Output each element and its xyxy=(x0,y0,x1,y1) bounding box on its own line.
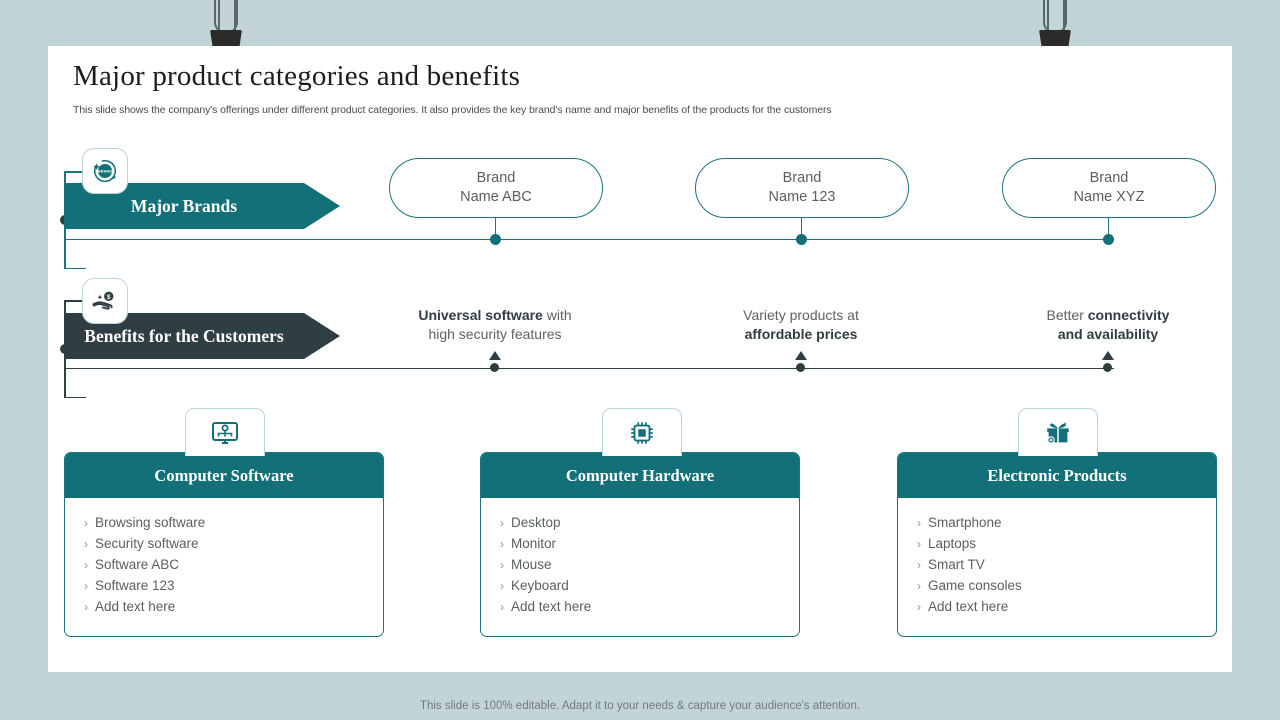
list-item[interactable]: ›Smartphone xyxy=(910,514,1216,532)
list-item[interactable]: ›Security software xyxy=(77,535,383,553)
chevron-right-icon: › xyxy=(500,558,504,572)
clip-wire-right-arm xyxy=(234,0,236,30)
clip-wire-left-arm xyxy=(218,0,220,30)
brand-pill-line1: Brand xyxy=(1089,170,1129,186)
footer-note: This slide is 100% editable. Adapt it to… xyxy=(419,700,861,712)
clip-wire-loop xyxy=(214,0,238,34)
list-item[interactable]: ›Software ABC xyxy=(77,556,383,574)
benefits-label: Benefits for the Customers xyxy=(84,325,284,346)
brand-connector-stem-3 xyxy=(1108,218,1110,240)
brand-pill-line1: Brand xyxy=(782,170,822,186)
chevron-right-icon: › xyxy=(917,600,921,614)
product-card-electronics[interactable]: Electronic Products ›Smartphone ›Laptops… xyxy=(897,452,1217,637)
benefit-rail-dot-2 xyxy=(795,363,805,372)
list-item[interactable]: ›Add text here xyxy=(77,598,383,616)
chevron-right-icon: › xyxy=(500,537,504,551)
benefit-rail-dot-3 xyxy=(1102,363,1112,372)
chevron-right-icon: › xyxy=(84,558,88,572)
brand-pill-line2: Name XYZ xyxy=(1073,189,1145,205)
benefit-marker-arrow-3 xyxy=(1102,351,1114,360)
list-item[interactable]: ›Desktop xyxy=(493,514,799,532)
card-list-software: ›Browsing software ›Security software ›S… xyxy=(65,498,383,616)
card-title-electronics: Electronic Products xyxy=(898,453,1216,498)
list-item[interactable]: ›Monitor xyxy=(493,535,799,553)
benefit-rail-dot-1 xyxy=(489,363,499,372)
list-item[interactable]: ›Add text here xyxy=(493,598,799,616)
list-item[interactable]: ›Browsing software xyxy=(77,514,383,532)
chevron-right-icon: › xyxy=(917,516,921,530)
chevron-right-icon: › xyxy=(500,516,504,530)
brand-pill-line2: Name 123 xyxy=(768,189,836,205)
product-card-software[interactable]: Computer Software ›Browsing software ›Se… xyxy=(64,452,384,637)
benefits-banner[interactable]: Benefits for the Customers xyxy=(64,313,340,359)
chevron-right-icon: › xyxy=(84,600,88,614)
list-item[interactable]: ›Laptops xyxy=(910,535,1216,553)
card-title-software: Computer Software xyxy=(65,453,383,498)
brand-rail-dot-3 xyxy=(1102,234,1114,245)
benefits-rail xyxy=(64,368,1114,370)
brand-pill-2[interactable]: Brand Name 123 xyxy=(695,158,909,218)
list-item[interactable]: ›Add text here xyxy=(910,598,1216,616)
list-item[interactable]: ›Software 123 xyxy=(77,577,383,595)
chevron-right-icon: › xyxy=(500,600,504,614)
chevron-right-icon: › xyxy=(84,537,88,551)
clip-wire-left-arm xyxy=(1047,0,1049,30)
brand-rail-dot-2 xyxy=(795,234,807,245)
product-card-hardware[interactable]: Computer Hardware ›Desktop ›Monitor ›Mou… xyxy=(480,452,800,637)
svg-text:$: $ xyxy=(107,294,111,301)
brand-rail-dot-1 xyxy=(489,234,501,245)
brand-connector-stem-1 xyxy=(495,218,497,240)
card-title-hardware: Computer Hardware xyxy=(481,453,799,498)
benefit-marker-arrow-2 xyxy=(795,351,807,360)
monitor-settings-icon xyxy=(185,408,265,456)
svg-text:BRAND: BRAND xyxy=(98,169,112,174)
brand-pill-1[interactable]: Brand Name ABC xyxy=(389,158,603,218)
chevron-right-icon: › xyxy=(84,516,88,530)
brand-pill-line2: Name ABC xyxy=(460,189,532,205)
card-list-hardware: ›Desktop ›Monitor ›Mouse ›Keyboard ›Add … xyxy=(481,498,799,616)
chevron-right-icon: › xyxy=(917,579,921,593)
slide-surface: Major product categories and benefits Th… xyxy=(48,46,1232,672)
list-item[interactable]: ›Mouse xyxy=(493,556,799,574)
cpu-chip-icon xyxy=(602,408,682,456)
page-subtitle: This slide shows the company's offerings… xyxy=(73,104,832,116)
bracket-top-stub xyxy=(64,171,86,173)
list-item[interactable]: ›Smart TV xyxy=(910,556,1216,574)
brand-badge-icon: BRAND xyxy=(82,148,128,194)
benefit-marker-arrow-1 xyxy=(489,351,501,360)
bracket-bottom-stub xyxy=(64,396,86,398)
brands-rail xyxy=(64,239,1114,241)
chevron-right-icon: › xyxy=(84,579,88,593)
clip-wire-right-arm xyxy=(1063,0,1065,30)
bracket-bottom-stub xyxy=(64,267,86,269)
list-item[interactable]: ›Game consoles xyxy=(910,577,1216,595)
chevron-right-icon: › xyxy=(500,579,504,593)
chevron-right-icon: › xyxy=(917,558,921,572)
hand-money-icon: $ xyxy=(82,278,128,324)
page-title: Major product categories and benefits xyxy=(73,60,521,92)
chevron-right-icon: › xyxy=(917,537,921,551)
gift-box-icon xyxy=(1018,408,1098,456)
brand-pill-3[interactable]: Brand Name XYZ xyxy=(1002,158,1216,218)
clip-wire-loop xyxy=(1043,0,1067,34)
card-list-electronics: ›Smartphone ›Laptops ›Smart TV ›Game con… xyxy=(898,498,1216,616)
brand-connector-stem-2 xyxy=(801,218,803,240)
brand-pill-line1: Brand xyxy=(476,170,516,186)
bracket-top-stub xyxy=(64,300,86,302)
major-brands-label: Major Brands xyxy=(130,195,238,216)
list-item[interactable]: ›Keyboard xyxy=(493,577,799,595)
